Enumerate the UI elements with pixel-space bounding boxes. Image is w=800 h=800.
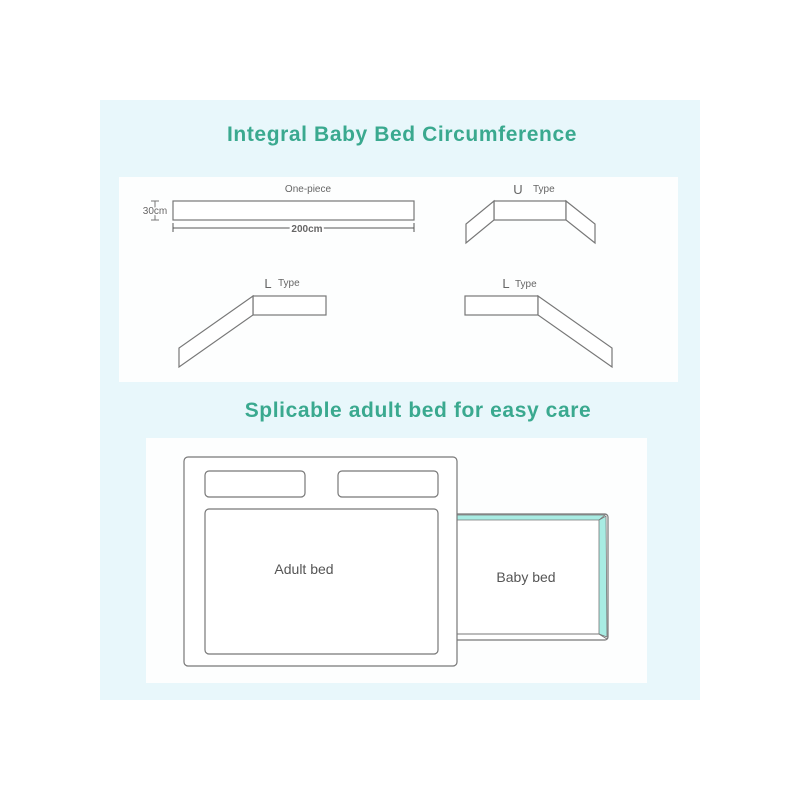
one-piece-panel <box>172 200 415 221</box>
adult-bed-label: Adult bed <box>274 561 333 577</box>
one-piece-label: One-piece <box>285 184 332 195</box>
l-type-right-panel <box>464 295 539 316</box>
pillow-left <box>204 470 306 498</box>
u-type-right-wing <box>565 199 596 245</box>
one-piece-diagram: One-piece 30cm 200cm <box>141 184 415 237</box>
l-type-left-panel <box>252 295 327 316</box>
baby-bed-label: Baby bed <box>496 569 555 585</box>
l-type-right-wing <box>537 294 613 369</box>
u-type-left-wing <box>465 199 495 245</box>
height-label: 30cm <box>143 206 167 217</box>
length-dimension-line <box>172 223 415 232</box>
adult-bed: Adult bed <box>183 456 458 667</box>
l-type-left-diagram: L Type <box>178 276 327 369</box>
mattress <box>204 508 439 655</box>
baby-bed-side-edge <box>598 515 608 638</box>
baby-bed-bottom-edge <box>452 633 608 640</box>
u-type-label: Type <box>533 184 555 195</box>
baby-bed-top-edge <box>451 514 607 521</box>
l-type-right-label: Type <box>515 279 537 290</box>
l-type-left-wing <box>178 294 254 369</box>
u-type-center-panel <box>493 200 567 221</box>
pillow-right <box>337 470 439 498</box>
length-label: 200cm <box>291 224 322 235</box>
u-type-letter: U <box>513 182 522 197</box>
l-type-left-letter: L <box>264 276 271 291</box>
section2-title: Splicable adult bed for easy care <box>245 399 592 422</box>
height-dimension-line <box>151 200 159 221</box>
u-type-diagram: U Type <box>465 182 596 245</box>
section1-title: Integral Baby Bed Circumference <box>227 123 577 146</box>
l-type-right-diagram: L Type <box>464 276 613 369</box>
l-type-right-letter: L <box>502 276 509 291</box>
l-type-left-label: Type <box>278 278 300 289</box>
baby-bed: Baby bed <box>451 513 609 641</box>
